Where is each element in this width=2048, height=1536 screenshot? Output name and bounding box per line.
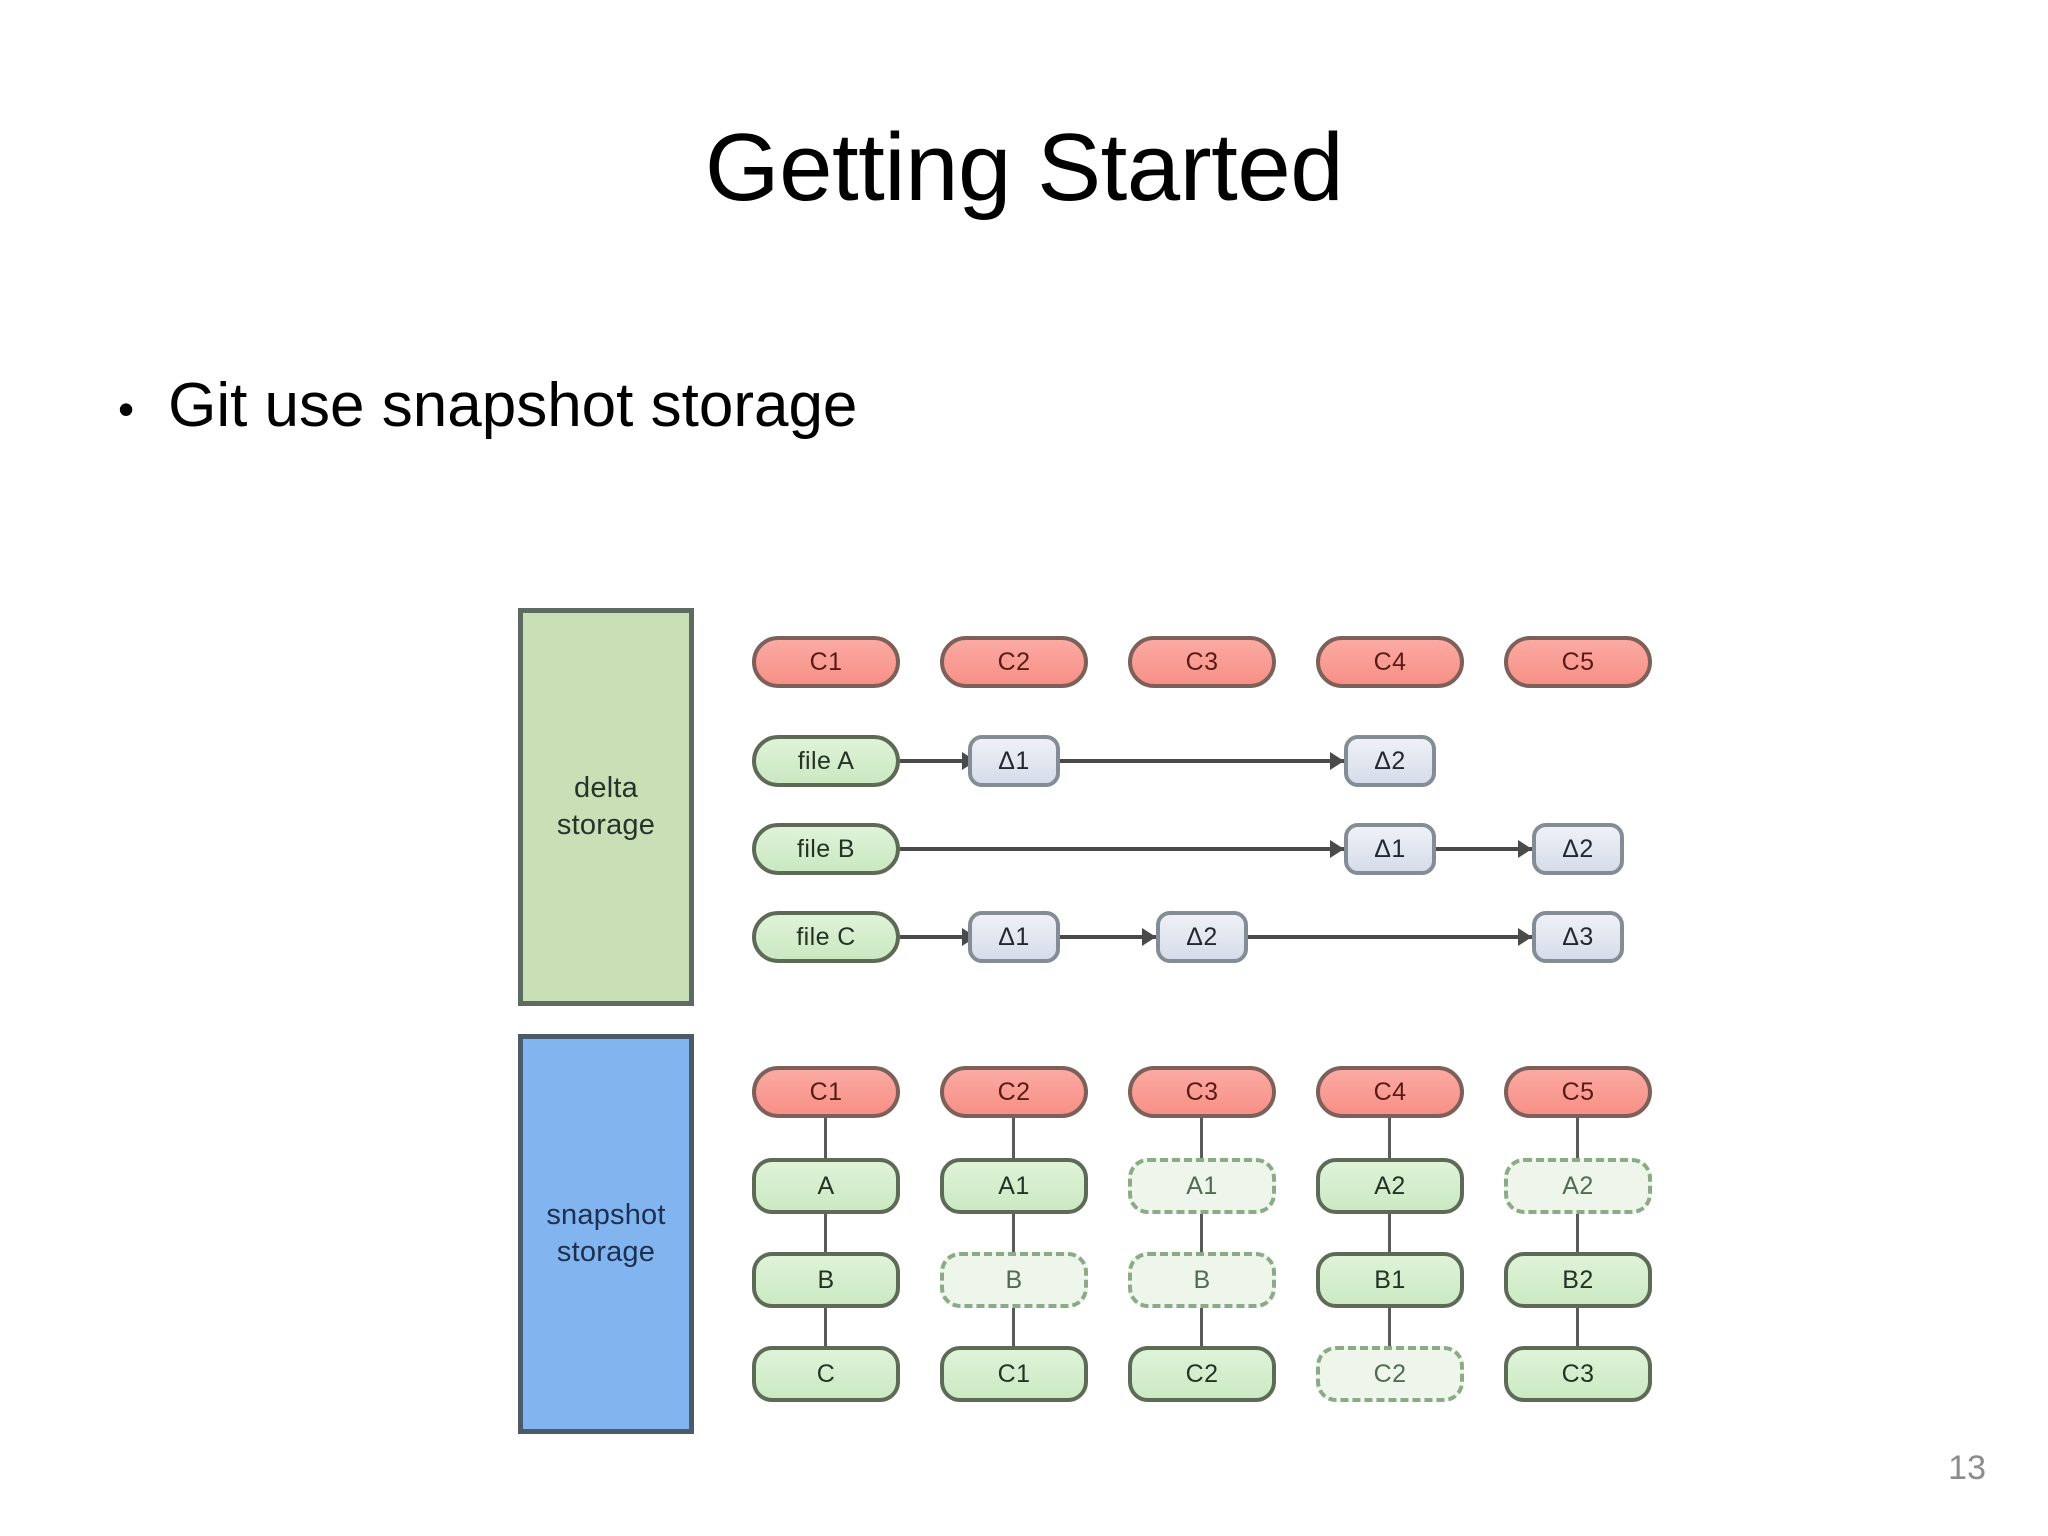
delta-node: Δ2 — [1532, 823, 1624, 875]
connector-line — [1248, 935, 1534, 939]
connector-line — [824, 1214, 827, 1252]
connector-line — [1060, 759, 1346, 763]
arrow-head-icon — [1330, 752, 1344, 770]
snapshot-file-node: A1 — [940, 1158, 1088, 1214]
snapshot-commit-node: C5 — [1504, 1066, 1652, 1118]
connector-line — [1576, 1308, 1579, 1346]
snapshot-commit-node: C2 — [940, 1066, 1088, 1118]
connector-line — [1388, 1308, 1391, 1346]
delta-commit-node: C4 — [1316, 636, 1464, 688]
snapshot-file-node-ghost: B — [1128, 1252, 1276, 1308]
delta-storage-label-line2: storage — [556, 809, 656, 841]
delta-commit-node: C3 — [1128, 636, 1276, 688]
arrow-head-icon — [1518, 840, 1532, 858]
snapshot-storage-label-line1: snapshot — [546, 1198, 666, 1231]
delta-file-node: file C — [752, 911, 900, 963]
connector-line — [1388, 1118, 1391, 1158]
delta-node: Δ2 — [1156, 911, 1248, 963]
bullet-text: Git use snapshot storage — [168, 371, 858, 440]
snapshot-file-node: A — [752, 1158, 900, 1214]
snapshot-file-node: B — [752, 1252, 900, 1308]
delta-node: Δ3 — [1532, 911, 1624, 963]
connector-line — [1388, 1214, 1391, 1252]
connector-line — [824, 1118, 827, 1158]
snapshot-file-node-ghost: C2 — [1316, 1346, 1464, 1402]
connector-line — [1200, 1118, 1203, 1158]
bullet-marker-icon: • — [118, 383, 135, 435]
delta-node: Δ1 — [968, 911, 1060, 963]
snapshot-file-node: B1 — [1316, 1252, 1464, 1308]
connector-line — [1200, 1308, 1203, 1346]
connector-line — [1012, 1308, 1015, 1346]
connector-line — [900, 847, 1346, 851]
connector-line — [1200, 1214, 1203, 1252]
connector-line — [1576, 1214, 1579, 1252]
page-title: Getting Started — [704, 114, 1344, 221]
arrow-head-icon — [1330, 840, 1344, 858]
snapshot-file-node: C — [752, 1346, 900, 1402]
snapshot-commit-node: C4 — [1316, 1066, 1464, 1118]
delta-file-node: file A — [752, 735, 900, 787]
snapshot-commit-node: C3 — [1128, 1066, 1276, 1118]
arrow-head-icon — [1518, 928, 1532, 946]
delta-commit-node: C5 — [1504, 636, 1652, 688]
snapshot-commit-node: C1 — [752, 1066, 900, 1118]
snapshot-file-node-ghost: B — [940, 1252, 1088, 1308]
snapshot-file-node: C3 — [1504, 1346, 1652, 1402]
delta-storage-panel: delta storage — [518, 608, 694, 1006]
delta-storage-label-line1: delta — [574, 771, 638, 804]
delta-node: Δ1 — [968, 735, 1060, 787]
arrow-head-icon — [1142, 928, 1156, 946]
connector-line — [1012, 1118, 1015, 1158]
delta-commit-node: C1 — [752, 636, 900, 688]
delta-file-node: file B — [752, 823, 900, 875]
snapshot-file-node: C2 — [1128, 1346, 1276, 1402]
connector-line — [900, 759, 962, 763]
snapshot-file-node: A2 — [1316, 1158, 1464, 1214]
connector-line — [1576, 1118, 1579, 1158]
connector-line — [1060, 935, 1158, 939]
delta-node: Δ1 — [1344, 823, 1436, 875]
connector-line — [1012, 1214, 1015, 1252]
connector-line — [824, 1308, 827, 1346]
snapshot-storage-label-line2: storage — [556, 1236, 656, 1268]
snapshot-file-node: B2 — [1504, 1252, 1652, 1308]
connector-line — [1436, 847, 1534, 851]
connector-line — [900, 935, 962, 939]
snapshot-file-node: C1 — [940, 1346, 1088, 1402]
snapshot-file-node-ghost: A2 — [1504, 1158, 1652, 1214]
delta-node: Δ2 — [1344, 735, 1436, 787]
snapshot-storage-panel: snapshot storage — [518, 1034, 694, 1434]
bullet-list-item: • Git use snapshot storage — [118, 370, 857, 441]
page-number: 13 — [1948, 1449, 1986, 1487]
snapshot-file-node-ghost: A1 — [1128, 1158, 1276, 1214]
delta-commit-node: C2 — [940, 636, 1088, 688]
